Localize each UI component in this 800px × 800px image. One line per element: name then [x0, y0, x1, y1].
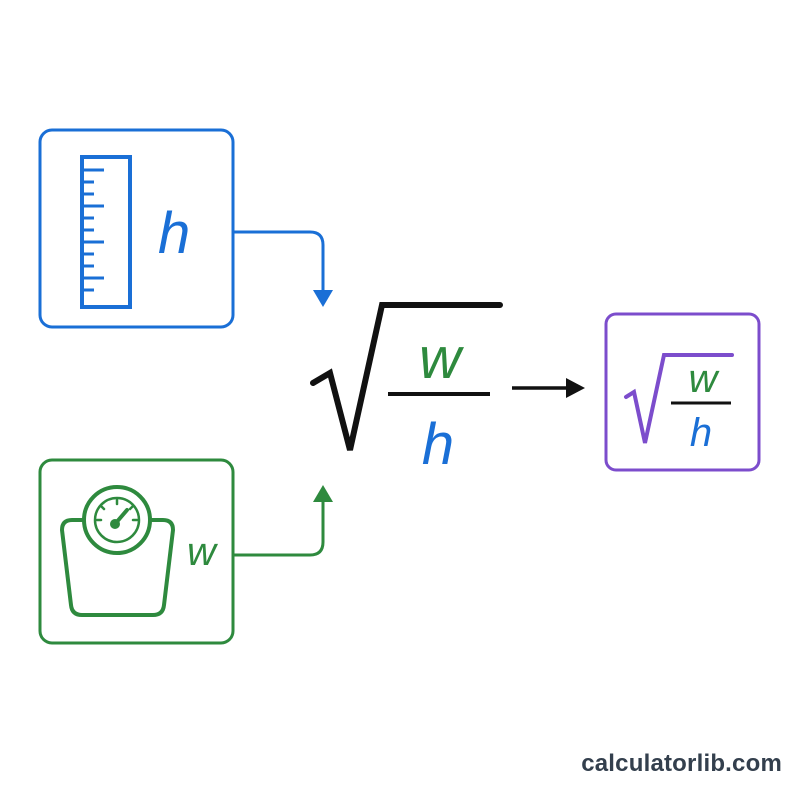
height-box: h — [38, 128, 235, 329]
formula-numerator: w — [419, 326, 464, 391]
result-numerator: w — [689, 357, 721, 401]
height-symbol: h — [158, 201, 190, 266]
ruler-icon — [80, 155, 132, 309]
radical-sign — [310, 302, 503, 451]
result-radical-sign — [624, 353, 734, 444]
scale-icon — [60, 485, 175, 617]
formula: w h — [310, 302, 503, 477]
height-arrowhead — [313, 290, 333, 307]
weight-box: w — [38, 458, 235, 645]
weight-symbol: w — [187, 530, 219, 574]
height-connector — [233, 230, 333, 307]
weight-arrowhead — [313, 485, 333, 502]
result-arrow — [512, 378, 585, 398]
result-box: w h — [604, 312, 761, 472]
weight-connector — [233, 485, 333, 557]
brand-watermark: calculatorlib.com — [581, 750, 782, 777]
result-denominator: h — [690, 411, 712, 455]
formula-denominator: h — [422, 412, 454, 477]
